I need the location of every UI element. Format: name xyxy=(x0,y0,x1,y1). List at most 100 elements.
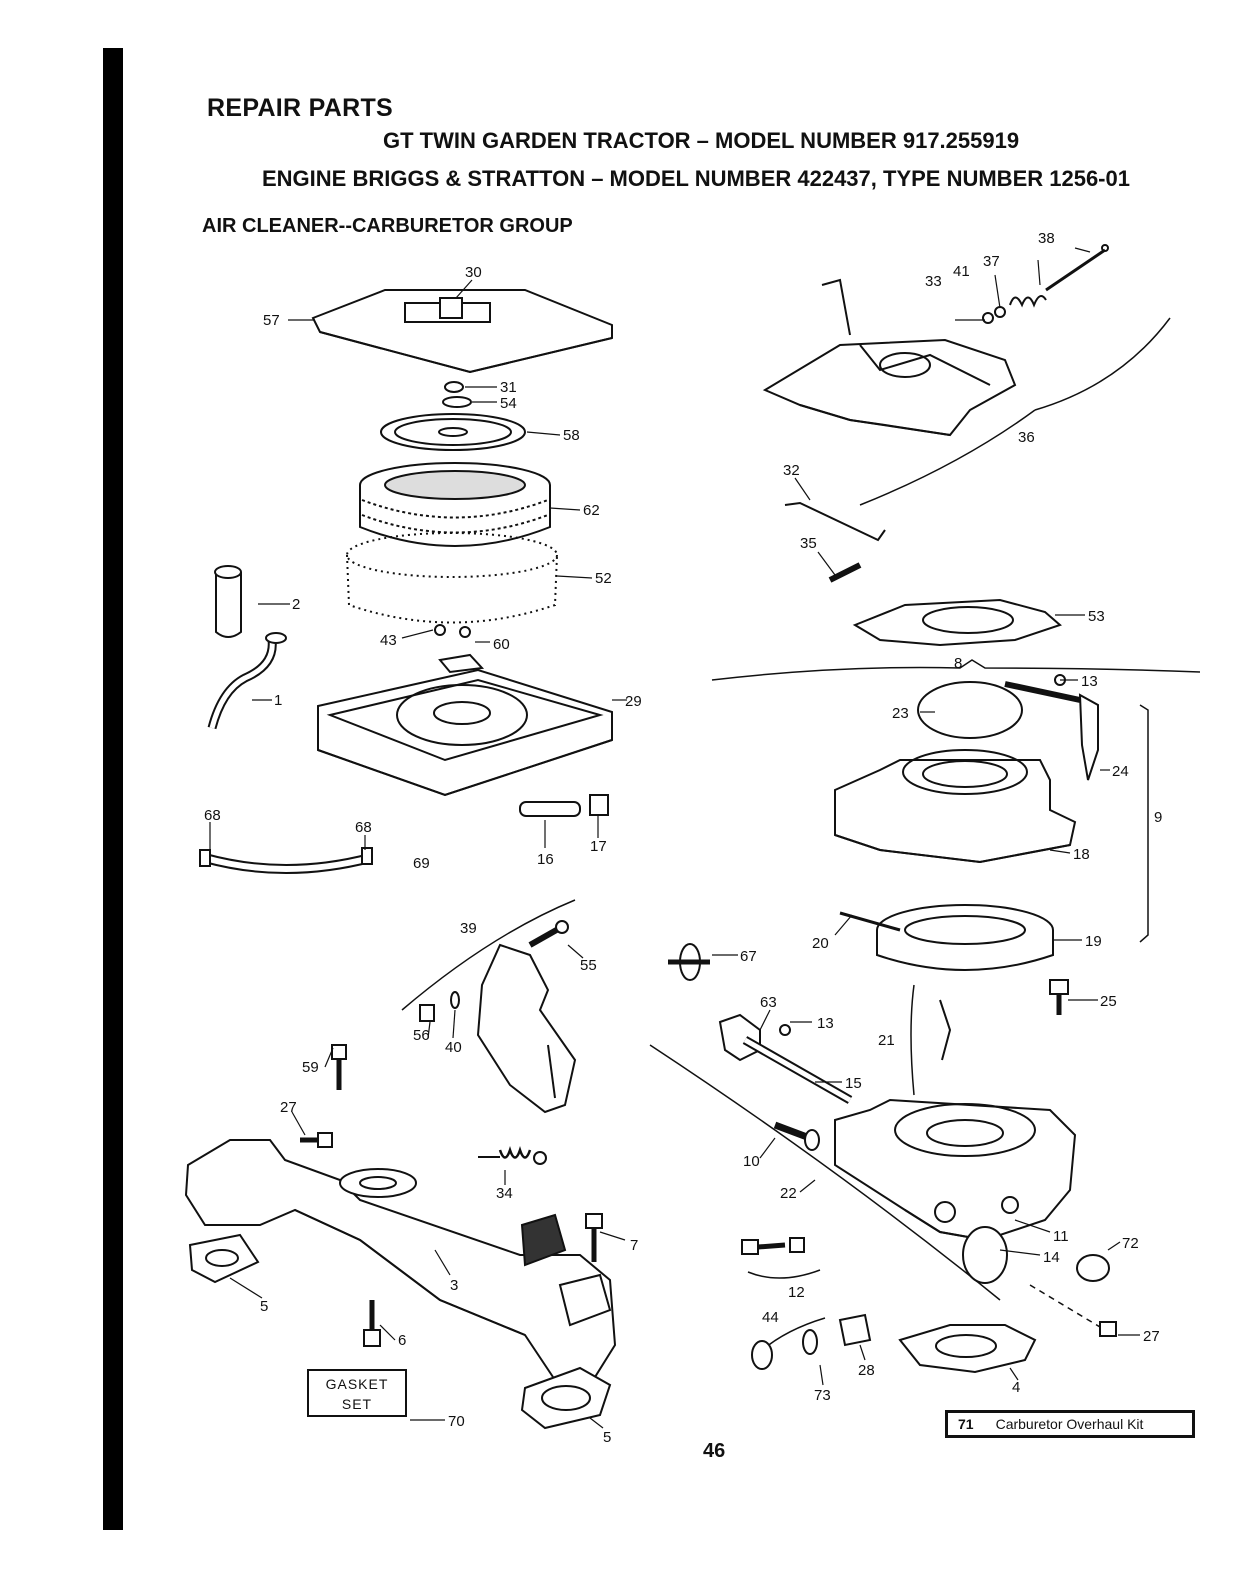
callout-38: 38 xyxy=(1038,230,1055,247)
welch-plug-72 xyxy=(1076,1254,1110,1282)
callout-8: 8 xyxy=(954,655,962,672)
callout-13-mid: 13 xyxy=(817,1015,834,1032)
callout-40: 40 xyxy=(445,1039,462,1056)
callout-7: 7 xyxy=(630,1237,638,1254)
callout-17: 17 xyxy=(590,838,607,855)
callout-39: 39 xyxy=(460,920,477,937)
throttle-shaft-15 xyxy=(718,1013,853,1104)
fuel-valve-67 xyxy=(668,943,710,981)
callout-60: 60 xyxy=(493,636,510,653)
callout-28: 28 xyxy=(858,1362,875,1379)
callout-69: 69 xyxy=(413,855,430,872)
callout-21: 21 xyxy=(878,1032,895,1049)
governor-bracket-39 xyxy=(401,899,577,1114)
callout-10: 10 xyxy=(743,1153,760,1170)
bolt-6 xyxy=(363,1300,381,1347)
callout-68-left: 68 xyxy=(204,807,221,824)
callout-19: 19 xyxy=(1085,933,1102,950)
callout-62: 62 xyxy=(583,502,600,519)
gasket-set-line1: GASKET xyxy=(325,1376,389,1392)
callout-25: 25 xyxy=(1100,993,1117,1010)
link-spring-35 xyxy=(828,562,862,583)
callout-12: 12 xyxy=(788,1284,805,1301)
callout-5-right: 5 xyxy=(603,1429,611,1446)
engine-model-line: ENGINE BRIGGS & STRATTON – MODEL NUMBER … xyxy=(262,166,1130,191)
callout-37: 37 xyxy=(983,253,1000,270)
callout-33: 33 xyxy=(925,273,942,290)
screw-55 xyxy=(528,920,569,948)
gasket-5-left xyxy=(188,1233,260,1284)
callout-23: 23 xyxy=(892,705,909,722)
callout-57: 57 xyxy=(263,312,280,329)
needle-valve-44-73-28 xyxy=(751,1313,872,1370)
callout-11: 11 xyxy=(1053,1228,1069,1245)
callout-15: 15 xyxy=(845,1075,862,1092)
pre-cleaner-foam-52 xyxy=(346,532,558,624)
spring-37-and-screw-38 xyxy=(982,244,1109,324)
kit-number: 71 xyxy=(958,1416,974,1432)
lower-body-22 xyxy=(649,1044,1077,1301)
upper-body-18 xyxy=(834,704,1149,943)
intake-manifold-3 xyxy=(184,1139,617,1387)
callout-24: 24 xyxy=(1112,763,1129,780)
gasket-set-line2: SET xyxy=(341,1396,373,1412)
callout-43: 43 xyxy=(380,632,397,649)
callout-72: 72 xyxy=(1122,1235,1139,1252)
float-pin-20 xyxy=(839,911,901,932)
callout-63: 63 xyxy=(760,994,777,1011)
screw-27-right xyxy=(1029,1284,1117,1337)
callout-4: 4 xyxy=(1012,1379,1020,1396)
callout-29: 29 xyxy=(625,693,642,710)
idle-screw-10 xyxy=(773,1121,820,1151)
callout-73: 73 xyxy=(814,1387,831,1404)
callout-labels: 57 30 31 54 58 62 52 2 1 43 60 29 68 68 … xyxy=(204,230,1162,1446)
callout-1: 1 xyxy=(274,692,282,709)
callout-20: 20 xyxy=(812,935,829,952)
callout-27-left: 27 xyxy=(280,1099,297,1116)
callout-14: 14 xyxy=(1043,1249,1060,1266)
callout-68-right: 68 xyxy=(355,819,372,836)
callout-9: 9 xyxy=(1154,809,1162,826)
throttle-valve-14 xyxy=(962,1226,1008,1284)
callout-32: 32 xyxy=(783,462,800,479)
choke-shaft-24 xyxy=(1004,674,1099,781)
callout-13-top: 13 xyxy=(1081,673,1098,690)
control-plate-assembly-36 xyxy=(762,278,1171,506)
air-cleaner-base-29 xyxy=(317,668,613,797)
choke-valve-23 xyxy=(917,681,1023,739)
callout-54: 54 xyxy=(500,395,517,412)
bracket-8 xyxy=(711,659,1201,681)
breather-elbow-1 xyxy=(207,632,287,730)
filter-cover-plate-58 xyxy=(380,413,526,451)
leader-lines xyxy=(209,247,1140,1429)
bolt-7 xyxy=(585,1213,603,1262)
callout-44: 44 xyxy=(762,1309,779,1326)
callout-18: 18 xyxy=(1073,846,1090,863)
kit-label: Carburetor Overhaul Kit xyxy=(995,1416,1144,1432)
callout-3: 3 xyxy=(450,1277,458,1294)
mounting-bracket-60 xyxy=(434,624,485,674)
inlet-needle-21 xyxy=(910,984,952,1096)
callout-5-left: 5 xyxy=(260,1298,268,1315)
spring-34 xyxy=(478,1146,547,1165)
callout-55: 55 xyxy=(580,957,597,974)
gasket-5-right xyxy=(520,1366,612,1430)
tractor-model-line: GT TWIN GARDEN TRACTOR – MODEL NUMBER 91… xyxy=(383,128,1020,153)
air-cleaner-cover-57 xyxy=(311,289,613,374)
screw-27 xyxy=(300,1132,333,1148)
callout-41: 41 xyxy=(953,263,970,280)
carburetor-gasket-53 xyxy=(852,598,1062,647)
callout-59: 59 xyxy=(302,1059,319,1076)
left-binding-bar xyxy=(103,48,123,1530)
nut-56-lockwasher-40 xyxy=(419,991,460,1022)
callout-67: 67 xyxy=(740,948,757,965)
callout-53: 53 xyxy=(1088,608,1105,625)
mixture-screw-12 xyxy=(741,1237,821,1279)
carburetor-overhaul-kit-box: 71 Carburetor Overhaul Kit xyxy=(945,1410,1195,1438)
washer-54 xyxy=(442,396,472,408)
page-number: 46 xyxy=(703,1440,726,1462)
callout-30: 30 xyxy=(465,264,482,281)
callout-56: 56 xyxy=(413,1027,430,1044)
gasket-set-box: GASKET SET xyxy=(307,1369,407,1417)
